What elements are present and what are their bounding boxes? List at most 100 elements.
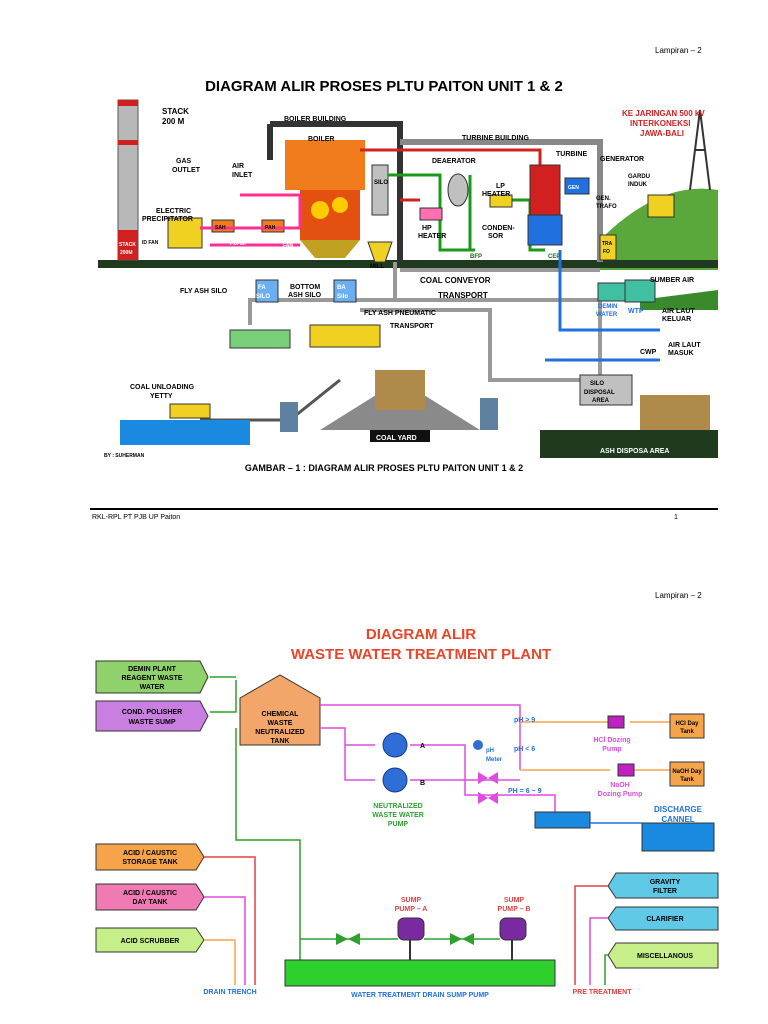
credit-label: BY : SUHERMAN: [104, 453, 145, 459]
turbine: [529, 164, 561, 216]
silo-label: SILO: [374, 180, 388, 186]
page2-subtitle: WASTE WATER TREATMENT PLANT: [290, 646, 552, 663]
generator: [564, 177, 590, 195]
trafo-box-label: TRA: [602, 241, 613, 247]
ph-meter-label-1: pH: [486, 748, 494, 754]
hcl-pump-label-1: HCl Dozing: [593, 737, 630, 744]
silo-disposal-label: SILO: [590, 381, 604, 387]
ba-silo-label: BA: [337, 285, 346, 291]
misc-label: MISCELLANOUS: [637, 953, 693, 960]
generator-label: GENERATOR: [600, 156, 644, 163]
stack-label: STACK: [162, 107, 189, 116]
boiler-building-label: BOILER BUILDING: [284, 116, 347, 123]
cond-polisher-label-2: WASTE SUMP: [128, 719, 175, 726]
hcl-dozing-pump: [607, 715, 625, 729]
discharge-label-2: CANNEL: [661, 815, 694, 824]
svg-text:WATER: WATER: [596, 312, 618, 318]
naoh-day-tank: [669, 761, 705, 787]
clarifier-box: [607, 906, 719, 931]
boiler-label: BOILER: [308, 136, 334, 143]
pa-fan-label: PA: [284, 236, 291, 242]
cond-polisher-box: [95, 700, 209, 732]
svg-text:200M: 200M: [120, 250, 133, 256]
naoh-pump-label-2: Dozing Pump: [598, 791, 643, 798]
sumber-air-label: SUMBER AIR: [650, 277, 694, 284]
stack-height-label: 200 M: [162, 117, 185, 126]
page2-title: DIAGRAM ALIR: [365, 626, 477, 643]
gravity-label-2: FILTER: [653, 888, 677, 895]
pump-b: [382, 767, 408, 793]
acid-storage-label-2: STORAGE TANK: [122, 859, 177, 866]
misc-box: [607, 942, 719, 969]
svg-text:FO: FO: [603, 249, 610, 255]
svg-text:KELUAR: KELUAR: [662, 316, 691, 323]
acid-day-label-2: DAY TANK: [133, 899, 168, 906]
air-laut-masuk-label: AIR LAUT: [668, 342, 701, 349]
chemical-tank-label-4: TANK: [271, 738, 290, 745]
sump-pump-label: WATER TREATMENT DRAIN SUMP PUMP: [351, 992, 489, 999]
ph-meter-icon: [473, 740, 483, 750]
page1-number: 1: [674, 514, 678, 521]
chemical-tank-label-1: CHEMICAL: [262, 711, 300, 718]
gravity-filter-box: [607, 872, 719, 899]
gardu-induk: [647, 194, 675, 218]
pah-label: PAH: [265, 225, 276, 231]
power-plant-flow-diagram: KE JARINGAN 500 kV INTERKONEKSI JAWA-BAL…: [98, 96, 718, 460]
chemical-waste-tank: [239, 674, 321, 746]
air-inlet-label: AIR: [232, 163, 244, 170]
transmission-tower: [689, 109, 711, 191]
turbine-building-label: TURBINE BUILDING: [462, 135, 529, 142]
silo-disposal-area: [579, 374, 633, 406]
svg-text:PRECIPITATOR: PRECIPITATOR: [142, 216, 193, 223]
svg-text:SOR: SOR: [488, 233, 503, 240]
pump-a-label: A: [420, 743, 425, 750]
green-hill: [600, 188, 718, 270]
page2-lampiran: Lampiran – 2: [655, 591, 702, 600]
acid-scrubber-label: ACID SCRUBBER: [121, 938, 180, 945]
deaerator-label: DEAERATOR: [432, 158, 476, 165]
sea-water: [120, 420, 250, 445]
acid-storage-box: [95, 843, 205, 871]
page1-caption: GAMBAR – 1 : DIAGRAM ALIR PROSES PLTU PA…: [244, 463, 524, 473]
bottom-ash-silo-label: BOTTOM: [290, 284, 320, 291]
coal-silo: [371, 164, 389, 216]
cep-label: CEP: [548, 254, 560, 260]
sump-a-label-2: PUMP – A: [395, 906, 428, 913]
discharge-basin: [534, 811, 591, 829]
svg-text:AREA: AREA: [592, 398, 610, 404]
coal-unloading-label: COAL UNLOADING: [130, 384, 195, 391]
svg-text:OUTLET: OUTLET: [172, 167, 201, 174]
hcl-day-tank: [669, 713, 705, 739]
clarifier-label: CLARIFIER: [646, 916, 683, 923]
neutralized-pump-label-2: WASTE WATER: [372, 812, 424, 819]
svg-text:ASH SILO: ASH SILO: [288, 292, 322, 299]
lp-heater: [489, 194, 513, 208]
sump-b-label-2: PUMP – B: [498, 906, 531, 913]
acid-storage-label-1: ACID / CAUSTIC: [123, 850, 177, 857]
pump-a: [382, 732, 408, 758]
demin-plant-label-3: WATER: [140, 684, 165, 691]
ph-lt-label: pH < 6: [514, 746, 535, 753]
naoh-tank-label-1: NaOH Day: [672, 769, 702, 775]
hcl-pump-label-2: Pump: [602, 746, 621, 753]
fa-silo-label: FA: [258, 285, 266, 291]
lp-heater-label: LP: [496, 183, 505, 190]
sah-label: SAH: [215, 225, 226, 231]
stack-base: [118, 230, 138, 260]
page1-title: DIAGRAM ALIR PROSES PLTU PAITON UNIT 1 &…: [205, 78, 563, 95]
svg-text:HEATER: HEATER: [418, 233, 446, 240]
condensor-label: CONDEN-: [482, 225, 515, 232]
fly-ash-pneumatic-label: FLY ASH PNEUMATIC: [364, 310, 436, 317]
svg-text:Silo: Silo: [337, 294, 348, 300]
id-fan-label: ID FAN: [142, 240, 159, 246]
footer-divider: [90, 508, 718, 510]
discharge-label-1: DISCHARGE: [654, 805, 703, 814]
gas-outlet-label: GAS: [176, 158, 192, 165]
ash-disposal-area-label: ASH DISPOSA AREA: [600, 448, 670, 455]
svg-text:TRANSPORT: TRANSPORT: [438, 291, 488, 300]
pdfan-label: PDFan: [230, 241, 246, 247]
hp-heater-label: HP: [422, 225, 432, 232]
wtp-label: WTP: [628, 308, 644, 315]
gen-trafo: [599, 234, 617, 261]
